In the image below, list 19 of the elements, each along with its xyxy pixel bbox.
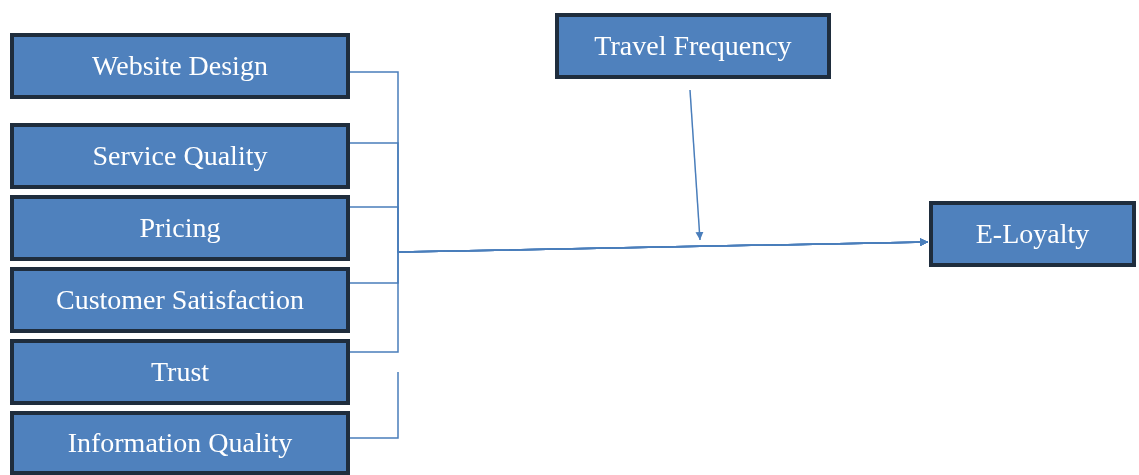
arrow: [349, 238, 929, 353]
variable-label: Customer Satisfaction: [55, 284, 305, 316]
variable-box: [10, 411, 350, 475]
variable-box: [10, 195, 350, 261]
bracket-line: [349, 371, 399, 439]
variable-label: Information Quality: [67, 427, 293, 459]
arrow: [689, 89, 704, 241]
variable-box: [10, 33, 350, 99]
variable-label: Pricing: [139, 212, 221, 244]
variable-label: Trust: [150, 356, 210, 388]
variable-box: [929, 201, 1136, 267]
variable-box: [555, 13, 831, 79]
variable-box: [10, 123, 350, 189]
variable-label: Service Quality: [92, 140, 268, 172]
variable-label: E-Loyalty: [975, 218, 1090, 250]
variable-box: [10, 339, 350, 405]
variable-label: Travel Frequency: [594, 30, 792, 62]
variable-label: Website Design: [92, 50, 268, 82]
variable-box: [10, 267, 350, 333]
